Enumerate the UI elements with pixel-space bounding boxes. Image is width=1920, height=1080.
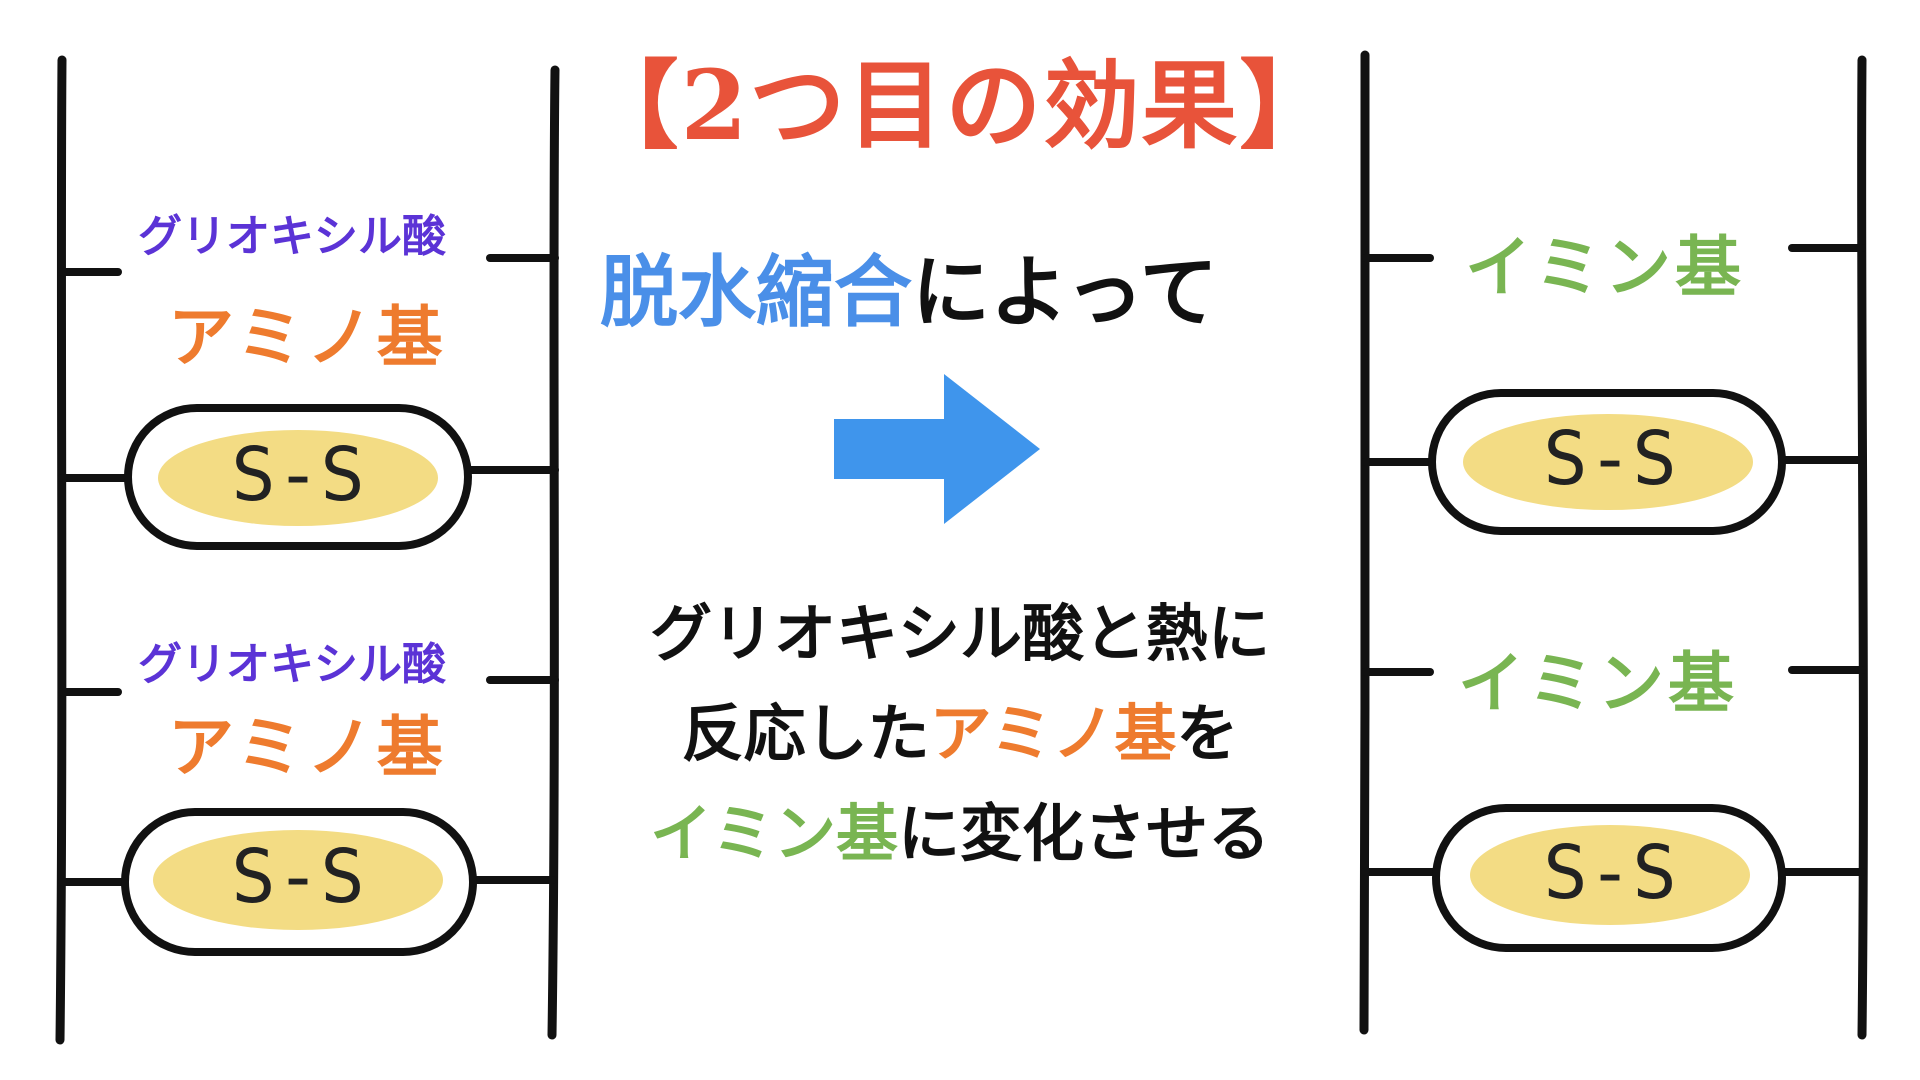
- bond-label: S-S: [1543, 416, 1677, 502]
- right-ladder-diagram: [1359, 50, 1868, 1040]
- description-line-3: イミン基に変化させる: [649, 797, 1271, 870]
- process-rest: によって: [912, 248, 1218, 338]
- amino-group-label: アミノ基: [168, 299, 447, 376]
- bond-label: S-S: [1543, 830, 1677, 916]
- bond-label: S-S: [231, 432, 365, 518]
- amino-group-label: アミノ基: [168, 709, 447, 786]
- bond-label: S-S: [231, 834, 365, 920]
- process-heading: 脱水縮合によって: [600, 230, 1218, 342]
- description-line-1: グリオキシル酸と熱に: [649, 597, 1270, 670]
- glyoxylic-acid-label: グリオキシル酸: [138, 211, 446, 262]
- glyoxylic-acid-label: グリオキシル酸: [138, 639, 446, 690]
- right-arrow-icon: [834, 374, 1040, 524]
- effect-description: グリオキシル酸と熱に 反応したアミノ基を イミン基に変化させる: [560, 584, 1360, 884]
- description-line-2: 反応したアミノ基を: [681, 697, 1239, 770]
- imine-group-label: イミン基: [1465, 229, 1745, 306]
- process-highlight: 脱水縮合: [600, 248, 913, 338]
- page-title: 【2つ目の効果】: [582, 49, 1338, 162]
- imine-group-label: イミン基: [1458, 645, 1738, 722]
- left-ladder-diagram: [55, 55, 560, 1045]
